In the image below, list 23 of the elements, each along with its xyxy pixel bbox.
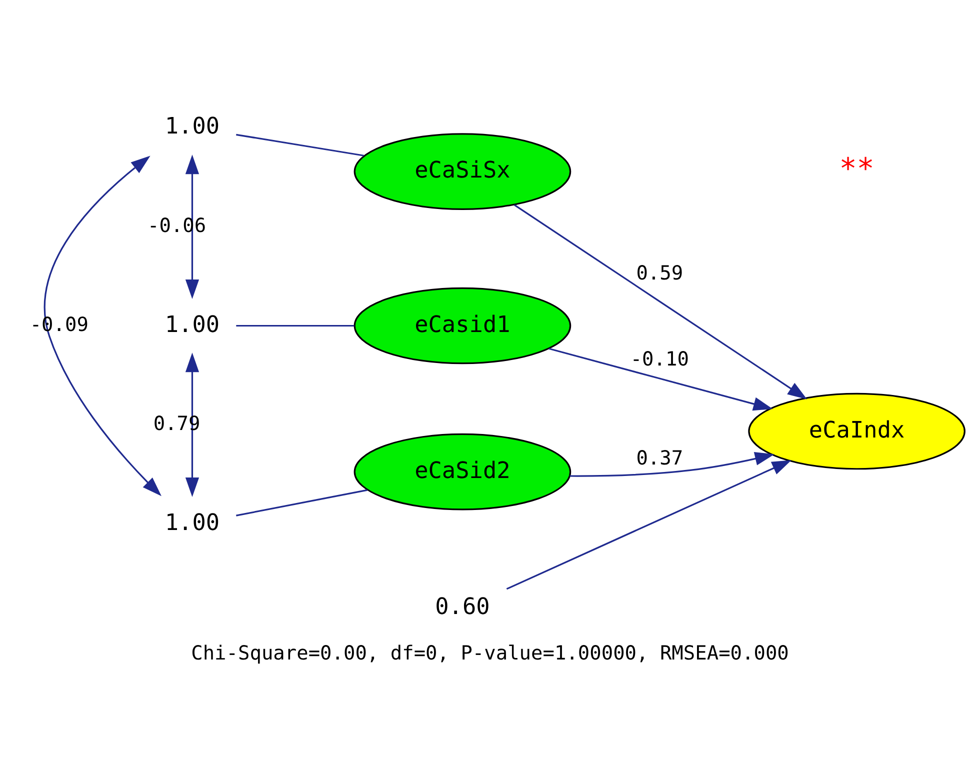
edge-label: 0.59 <box>636 261 684 284</box>
node-text: 1.00 <box>164 509 220 536</box>
arrow <box>185 154 200 298</box>
node-ellipse: eCaIndx <box>748 392 966 470</box>
arrow <box>570 452 774 476</box>
arrow <box>514 204 808 399</box>
arrow <box>185 352 200 497</box>
connector <box>236 488 368 516</box>
caption: Chi-Square=0.00, df=0, P-value=1.00000, RMSEA=0.000 <box>191 640 789 664</box>
edge-label: -0.10 <box>630 347 689 370</box>
arrow <box>506 460 792 590</box>
connector <box>236 324 354 326</box>
node-ellipse: eCasid1 <box>354 286 572 364</box>
node-text: 0.60 <box>435 594 490 620</box>
node-ellipse: eCaSid2 <box>354 432 572 510</box>
node-ellipse: eCaSiSx <box>354 132 572 210</box>
label: ** <box>839 151 874 186</box>
edge-label: 0.37 <box>636 446 684 470</box>
connector <box>236 133 364 156</box>
arrow <box>548 347 773 410</box>
arrow <box>44 155 162 496</box>
node-text: 1.00 <box>164 113 220 140</box>
node-text: 1.00 <box>164 311 220 338</box>
